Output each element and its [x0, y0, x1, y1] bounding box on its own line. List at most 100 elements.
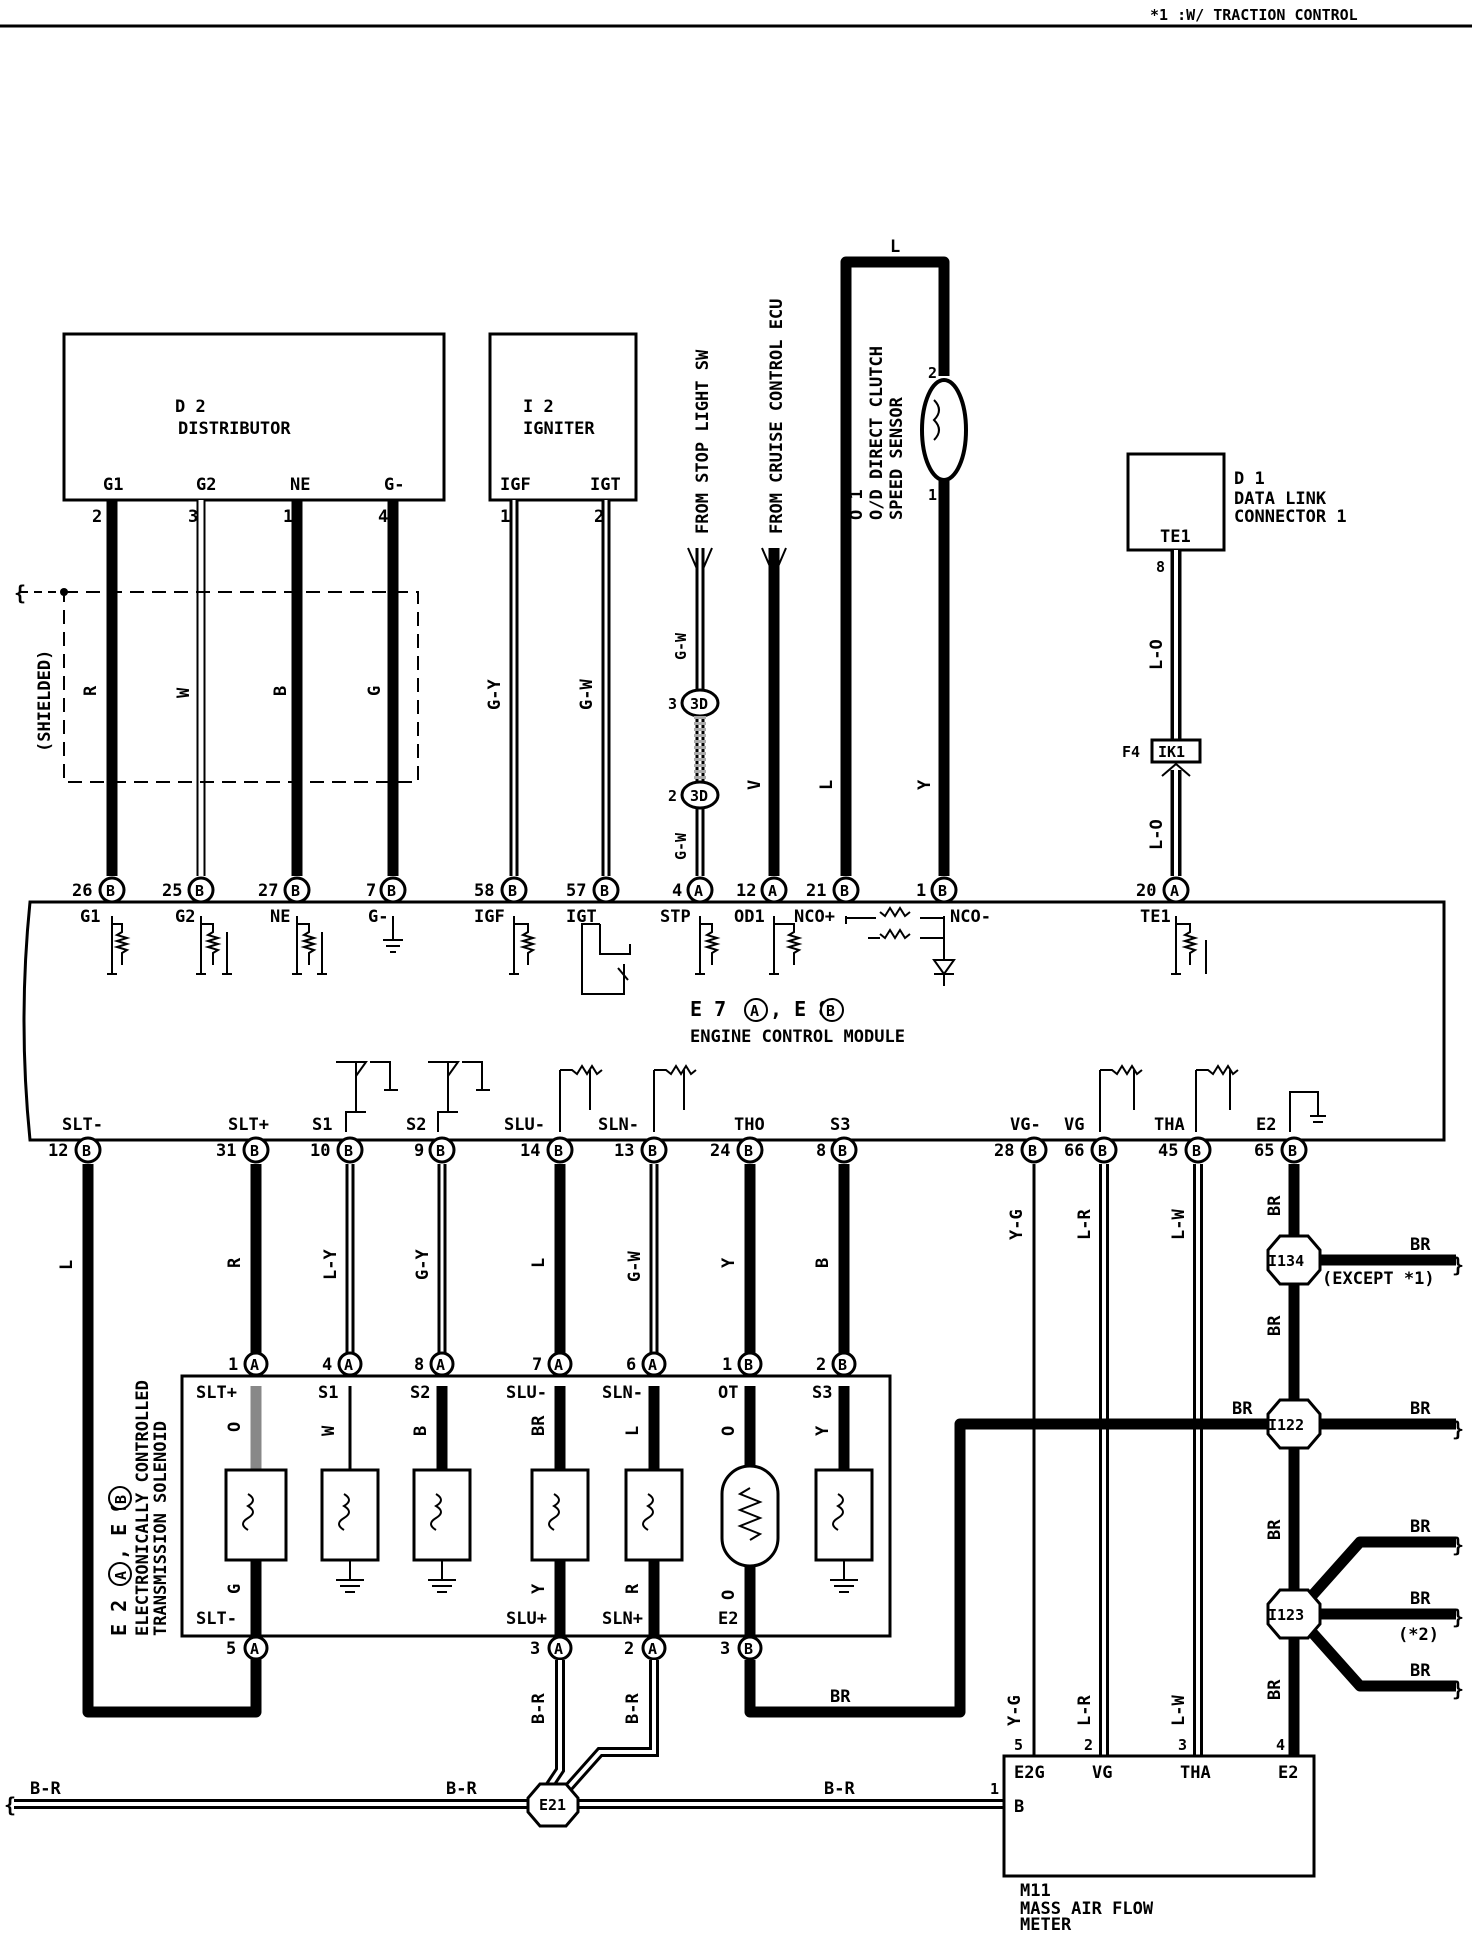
ecm-pin-b28: 28: [994, 1141, 1014, 1161]
distributor-code: D 2: [175, 397, 206, 417]
i134-note: (EXCEPT *1): [1322, 1269, 1435, 1289]
maf-code: M11: [1020, 1881, 1051, 1901]
conn-letter-25: B: [195, 882, 204, 900]
sol-conn-4a-num: 4: [322, 1355, 332, 1375]
wire-label-b-r-2: B-R: [623, 1693, 643, 1724]
ecm-pin-b10: 10: [310, 1141, 330, 1161]
ecm-label-vg-minus: VG-: [1010, 1115, 1041, 1135]
ecm-label-g1: G1: [80, 907, 100, 927]
ecm-pin-27: 27: [258, 881, 278, 901]
slu-resistor: [559, 1064, 603, 1132]
sol-conn-3a-num: 3: [530, 1639, 540, 1659]
wire-slu-br-inner: [546, 1660, 562, 1790]
ecm-pin-20: 20: [1136, 881, 1156, 901]
wire-label-tha: L-W: [1169, 1209, 1189, 1240]
conn-letter-b8: B: [838, 1142, 847, 1160]
wire-label-b-r-left: B-R: [30, 1779, 61, 1799]
wire-label-br-4: BR: [1265, 1679, 1285, 1700]
resistor-ne: [292, 916, 327, 975]
conn-circle-b10: [336, 1136, 364, 1164]
conn-letter-27: B: [291, 882, 300, 900]
sol-conn-1b-num: 1: [722, 1355, 732, 1375]
sol-wire-label-o2: O: [719, 1426, 739, 1436]
ecm-pin-b31: 31: [216, 1141, 236, 1161]
wire-label-e2: BR: [1265, 1195, 1285, 1216]
sol-conn-3a-letter: A: [554, 1640, 563, 1658]
wire-label-w: W: [174, 687, 194, 698]
wire-label-r: R: [81, 685, 101, 696]
wire-label-i123-2: BR: [1410, 1589, 1431, 1609]
conn-letter-20: A: [1170, 882, 1179, 900]
wire-label-s3: B: [813, 1258, 833, 1268]
ecm-conn-a: A: [750, 1002, 759, 1020]
wire-label-b-r-mid: B-R: [446, 1779, 477, 1799]
sol-conn-4a: [337, 1351, 363, 1377]
igniter-box: [488, 332, 638, 502]
maf-wire-l-w: L-W: [1169, 1695, 1189, 1726]
maf-wire-l-r: L-R: [1075, 1695, 1095, 1726]
shielded-label: (SHIELDED): [35, 650, 55, 752]
sol-conn-6a-letter: A: [648, 1356, 657, 1374]
i123-brace-icon-1: }: [1452, 1533, 1464, 1557]
conn-circle-b65: [1280, 1136, 1308, 1164]
sol-conn-5a: [243, 1635, 269, 1661]
maf-wire-y-g: Y-G: [1005, 1695, 1025, 1726]
junction-ik1-chevron-icon: [1161, 762, 1191, 777]
solenoid-bottom-connectors: A 5 A 3 A 2 B 3: [226, 1635, 763, 1661]
sol-conn-3a: [547, 1635, 573, 1661]
distributor-pin-num-3: 3: [188, 507, 198, 527]
conn-circle-b31: [242, 1136, 270, 1164]
ecm-internal-bottom: [336, 1061, 1326, 1132]
shield-box: [63, 591, 419, 783]
wire-label-tho: Y: [719, 1257, 739, 1268]
ecm-pin-25: 25: [162, 881, 182, 901]
ecm-label-vg: VG: [1064, 1115, 1084, 1135]
maf-pin-5: 5: [1014, 1736, 1023, 1754]
sol-label-slt-plus: SLT+: [196, 1383, 237, 1403]
ecm-top-connectors: B 26 B 25 B 27 B 7 B 58 B 57 A 4 A 12 B …: [72, 876, 1190, 904]
conn-letter-b9: B: [436, 1142, 445, 1160]
s2-diode: [428, 1061, 490, 1132]
sol-label-slu-plus: SLU+: [506, 1609, 547, 1629]
maf-label-vg: VG: [1092, 1763, 1112, 1783]
sol-wire-label-y2: Y: [813, 1425, 833, 1436]
sol-conn-8a: [429, 1351, 455, 1377]
ecm-label-tho: THO: [734, 1115, 765, 1135]
ecm-label-nco-minus: NCO-: [950, 907, 991, 927]
igt-transistor: [581, 923, 631, 995]
conn-circle-b14: [546, 1136, 574, 1164]
wire-label-v: V: [745, 780, 765, 790]
maf-pin-4: 4: [1276, 1736, 1285, 1754]
solenoid-top-connectors: A 1 A 4 A 8 A 7 A 6 B 1 B 2: [228, 1351, 857, 1377]
sol-conn-2a-num: 2: [624, 1639, 634, 1659]
shield-node: [60, 588, 68, 596]
conn-letter-b31: B: [250, 1142, 259, 1160]
conn-letter-12a: A: [768, 882, 777, 900]
ecm-code: E 7: [690, 997, 726, 1021]
sol-label-sln-plus: SLN+: [602, 1609, 643, 1629]
conn-circle-b8: [830, 1136, 858, 1164]
sol-conn-1b-letter: B: [744, 1356, 753, 1374]
ground-s3: [830, 1560, 858, 1593]
maf-pin-3: 3: [1178, 1736, 1187, 1754]
ecm-conn-b: B: [826, 1002, 835, 1020]
sol-wire-label-br: BR: [529, 1415, 549, 1436]
junction-e21: [526, 1782, 580, 1828]
wire-sln-br-inner: [566, 1660, 656, 1790]
wire-e2-br-loop: [744, 1418, 1270, 1718]
ecm-pin-1b: 1: [916, 881, 926, 901]
sol-conn-6a-num: 6: [626, 1355, 636, 1375]
stp-wire-label-top: G-W: [672, 632, 690, 660]
wire-i123-bot: [1305, 1626, 1456, 1692]
ecm-label-tha: THA: [1154, 1115, 1185, 1135]
ecm-pin-b66: 66: [1064, 1141, 1084, 1161]
wire-label-s2: G-Y: [413, 1249, 433, 1280]
conn-circle-b45: [1184, 1136, 1212, 1164]
igniter-pin-label-igf: IGF: [500, 475, 531, 495]
wire-label-vg: L-R: [1075, 1209, 1095, 1240]
igniter-code: I 2: [523, 397, 554, 417]
ground-s1: [336, 1560, 364, 1593]
sol-conn-2b-num: 2: [816, 1355, 826, 1375]
speed-sensor-coil-icon: [932, 399, 940, 441]
s1-diode: [336, 1061, 398, 1132]
